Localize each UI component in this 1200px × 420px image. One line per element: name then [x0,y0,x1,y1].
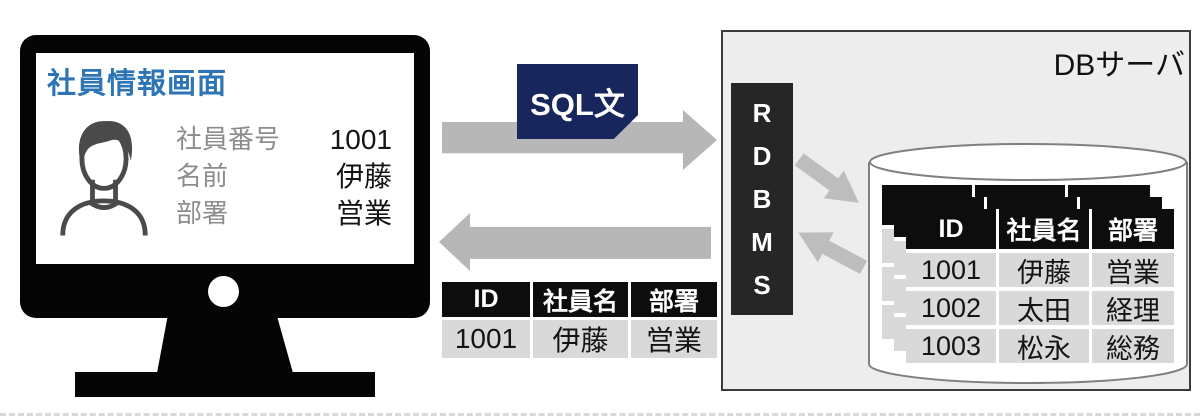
field-value: 1001 [329,124,392,155]
rdbms-letter: R [752,98,772,128]
monitor-stand-base [75,372,375,397]
field-value: 営業 [335,198,392,229]
field-label: 部署 [176,198,229,228]
result-table-header: ID [442,282,530,317]
employee-table-cell: 太田 [999,291,1089,326]
db-server-title: DBサーバ [1053,49,1185,82]
bottom-crease-line [0,413,1200,416]
rdbms-letter: M [751,227,773,257]
employee-info-screen: 社員情報画面 社員番号 1001 名前 伊藤 部署 営業 [36,53,414,264]
employee-table-cell: 伊藤 [999,253,1089,288]
result-table-cell: 営業 [631,320,717,358]
employee-table-header: 部署 [1092,209,1174,249]
employee-fields: 社員番号 1001 名前 伊藤 部署 営業 [176,124,392,229]
monitor-stand-neck [157,315,293,373]
employee-table: ID 社員名 部署 1001 伊藤 営業 1002 太田 経理 1003 松永 … [906,209,1174,364]
field-value: 伊藤 [335,161,392,192]
employee-table-cell: 1001 [906,253,996,287]
person-bust-icon [60,121,148,236]
rdbms-letter: D [752,141,772,171]
result-table-cell: 伊藤 [533,320,628,358]
rdbms-letter: B [752,184,772,214]
monitor-icon: 社員情報画面 社員番号 1001 名前 伊藤 部署 営業 [20,35,430,318]
employee-table-cell: 経理 [1092,291,1174,326]
monitor-button-dot [208,276,239,307]
employee-table-cell: 松永 [999,329,1089,364]
result-table-header: 部署 [631,282,717,317]
employee-table-header: ID [906,209,996,249]
result-table-cell: 1001 [442,320,530,358]
field-label: 名前 [176,161,229,191]
sql-statement-badge: SQL文 [517,64,638,139]
employee-table-cell: 営業 [1092,253,1174,288]
screen-title: 社員情報画面 [47,68,228,100]
field-label: 社員番号 [176,124,281,154]
employee-table-header: 社員名 [999,209,1089,249]
rdbms-box: R D B M S [731,83,793,315]
employee-table-cell: 1003 [906,329,996,363]
arrow-left-icon [439,213,711,271]
rdbms-letter: S [753,270,771,300]
employee-table-cell: 1002 [906,291,996,325]
result-table-header: 社員名 [533,282,628,317]
employee-table-cell: 総務 [1092,329,1174,364]
result-table: ID 社員名 部署 1001 伊藤 営業 [442,282,717,358]
